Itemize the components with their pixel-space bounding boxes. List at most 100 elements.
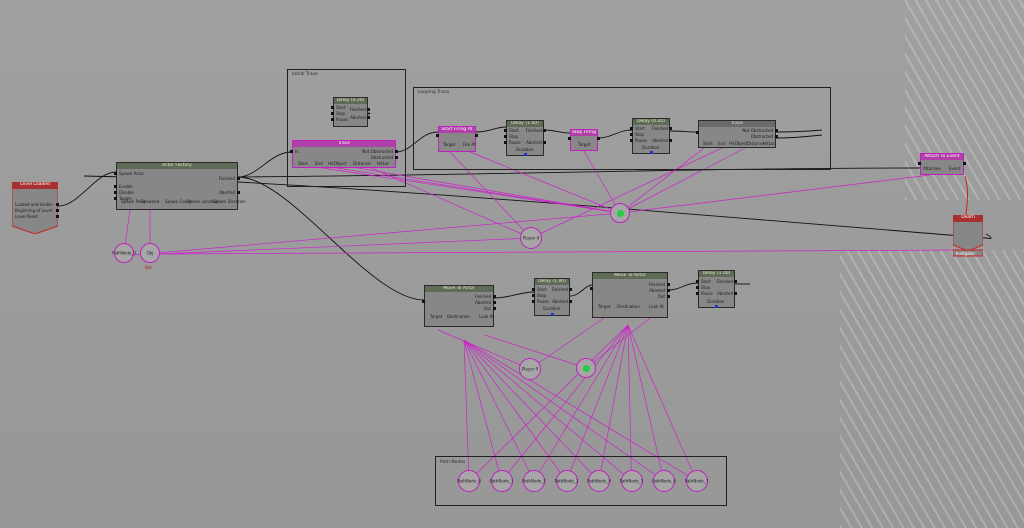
output-pin[interactable] xyxy=(395,156,398,159)
node-title: Move To Actor xyxy=(425,286,493,292)
node-stop-firing[interactable]: Stop Firing Target xyxy=(568,129,600,151)
output-pin[interactable] xyxy=(734,292,737,295)
node-move-to-actor-2[interactable]: Move To Actor Finished Aborted Out Targe… xyxy=(590,272,670,318)
output-pin[interactable] xyxy=(669,127,672,130)
input-pin[interactable] xyxy=(114,185,117,188)
var-path-node-top[interactable]: PathNode_0 xyxy=(112,243,136,263)
duration-pin[interactable] xyxy=(715,305,718,308)
duration-pin[interactable] xyxy=(650,151,653,154)
node-delay-mid[interactable]: Delay (1.00) Start Stop Pause Finished A… xyxy=(532,278,572,316)
output-pin[interactable] xyxy=(734,280,737,283)
output-pin[interactable] xyxy=(367,116,370,119)
group-initial-trace[interactable]: Initial Trace xyxy=(287,69,406,187)
input-pin[interactable] xyxy=(696,292,699,295)
output-pin[interactable] xyxy=(569,300,572,303)
input-pin[interactable] xyxy=(422,300,425,303)
input-pin[interactable] xyxy=(532,294,535,297)
output-pin[interactable] xyxy=(395,150,398,153)
node-delay-loop-1[interactable]: Delay (1.00) Start Stop Pause Finished A… xyxy=(504,120,546,156)
output-pin[interactable] xyxy=(667,283,670,286)
background-pattern xyxy=(840,250,1024,528)
node-death[interactable]: Death Instigator xyxy=(953,215,983,257)
output-pin[interactable] xyxy=(963,162,966,165)
input-pin[interactable] xyxy=(696,286,699,289)
input-pin[interactable] xyxy=(630,127,633,130)
input-pin[interactable] xyxy=(696,280,699,283)
input-pin-label: In xyxy=(295,149,299,154)
var-path-node[interactable]: PathNode_4 xyxy=(587,470,611,492)
input-pin[interactable] xyxy=(114,197,117,200)
node-delay-top[interactable]: Delay (0.20) Start Stop Pause Finished A… xyxy=(331,97,370,127)
var-label: Obj xyxy=(146,250,154,256)
node-move-to-actor-1[interactable]: Move To Actor Finished Aborted Out Targe… xyxy=(422,285,496,327)
var-path-node[interactable]: PathNode_5 xyxy=(620,470,643,492)
duration-pin[interactable] xyxy=(551,313,554,316)
var-bot-mid[interactable] xyxy=(576,358,596,378)
output-pin[interactable] xyxy=(569,288,572,291)
var-path-node[interactable]: PathNode_1 xyxy=(490,470,513,492)
output-pin[interactable] xyxy=(667,295,670,298)
node-delay-loop-2[interactable]: Delay (0.20) Start Stop Pause Finished A… xyxy=(630,118,672,154)
output-pin[interactable] xyxy=(543,129,546,132)
output-pin[interactable] xyxy=(56,215,59,218)
input-pin[interactable] xyxy=(504,135,507,138)
input-pin[interactable] xyxy=(630,139,633,142)
var-label: PathNode_2 xyxy=(522,478,546,484)
output-pin[interactable] xyxy=(237,177,240,180)
output-pin[interactable] xyxy=(56,203,59,206)
output-pin[interactable] xyxy=(493,307,496,310)
node-delay-right[interactable]: Delay (1.00) Start Stop Pause Finished A… xyxy=(696,270,737,308)
var-player-top[interactable]: Player 0 xyxy=(520,227,542,249)
node-start-firing-at[interactable]: Start Firing At Target Fire At xyxy=(436,126,478,152)
group-path-nodes[interactable]: Path Nodes xyxy=(435,456,727,506)
output-pin[interactable] xyxy=(56,209,59,212)
node-trace-loop[interactable]: Trace Not Obstructed Obstructed Start En… xyxy=(696,120,778,148)
var-path-node[interactable]: PathNode_6 xyxy=(652,470,676,492)
output-pin[interactable] xyxy=(493,301,496,304)
output-pin[interactable] xyxy=(667,289,670,292)
input-pin[interactable] xyxy=(696,131,699,134)
duration-pin[interactable] xyxy=(524,153,527,156)
var-path-node[interactable]: PathNode_7 xyxy=(685,470,708,492)
input-pin[interactable] xyxy=(630,133,633,136)
var-pin-label: HitLoc xyxy=(377,161,390,166)
input-pin[interactable] xyxy=(114,191,117,194)
output-pin[interactable] xyxy=(597,137,600,140)
input-pin[interactable] xyxy=(532,288,535,291)
input-pin[interactable] xyxy=(436,134,439,137)
output-pin[interactable] xyxy=(543,141,546,144)
input-pin[interactable] xyxy=(568,137,571,140)
output-pin[interactable] xyxy=(493,295,496,298)
node-actor-factory[interactable]: Actor Factory Spawn Actor Enable Disable… xyxy=(114,162,246,210)
output-pin[interactable] xyxy=(669,139,672,142)
node-level-loaded[interactable]: Level Loaded Loaded and Visible Beginnin… xyxy=(12,182,59,234)
output-pin[interactable] xyxy=(775,135,778,138)
input-pin[interactable] xyxy=(331,118,334,121)
var-path-node[interactable]: PathNode_0 xyxy=(457,470,481,492)
output-pin[interactable] xyxy=(475,134,478,137)
input-pin[interactable] xyxy=(918,162,921,165)
output-pin[interactable] xyxy=(775,129,778,132)
input-pin[interactable] xyxy=(114,172,117,175)
input-pin[interactable] xyxy=(590,287,593,290)
var-path-node[interactable]: PathNode_3 xyxy=(555,470,578,492)
var-player-mid[interactable]: Player 0 xyxy=(519,358,541,380)
group-looping-trace[interactable]: Looping Trace xyxy=(413,87,831,170)
node-trace-initial[interactable]: Trace In Not Obstructed Obstructed Start… xyxy=(290,140,398,168)
pin-label: Finished xyxy=(716,279,733,284)
input-pin[interactable] xyxy=(504,141,507,144)
output-pin[interactable] xyxy=(367,108,370,111)
var-bot-top[interactable] xyxy=(610,203,630,223)
var-pin-label: Spawn Point xyxy=(121,199,146,204)
var-pin-label: Fire At xyxy=(463,142,476,147)
input-pin[interactable] xyxy=(331,106,334,109)
input-pin[interactable] xyxy=(290,150,293,153)
output-pin[interactable] xyxy=(237,191,240,194)
var-path-node[interactable]: PathNode_2 xyxy=(522,470,546,492)
node-attach-to-event[interactable]: Attach To Event Attachee Event xyxy=(918,153,966,175)
input-pin[interactable] xyxy=(331,112,334,115)
input-pin[interactable] xyxy=(504,129,507,132)
var-obj[interactable]: Obj xyxy=(140,243,160,263)
input-pin[interactable] xyxy=(532,300,535,303)
